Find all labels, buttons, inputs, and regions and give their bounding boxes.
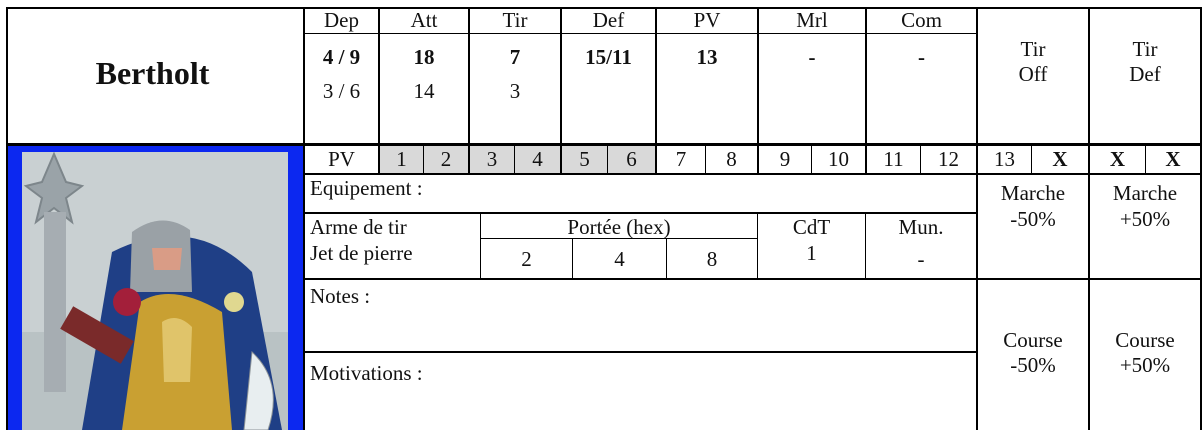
stat-header-def: Def: [592, 8, 625, 32]
rule: [865, 7, 867, 173]
rule: [305, 351, 977, 353]
rule: [1145, 144, 1146, 173]
rule: [305, 33, 977, 34]
stat-header-com: Com: [901, 8, 942, 32]
rule: [920, 144, 921, 173]
equipment-label: Equipement :: [310, 176, 423, 200]
character-portrait: [7, 144, 303, 430]
pv-box[interactable]: 10: [828, 147, 849, 171]
notes-label: Notes :: [310, 284, 371, 308]
rule: [1088, 7, 1090, 430]
pv-box[interactable]: 12: [938, 147, 959, 171]
rule: [811, 144, 812, 173]
course-off-line2: -50%: [1010, 353, 1056, 377]
cdt-header: CdT: [792, 215, 831, 239]
pv-shade-2: [470, 146, 560, 173]
pv-box[interactable]: 9: [779, 147, 791, 171]
stat-value-mrl: -: [808, 45, 816, 69]
rule: [303, 7, 305, 430]
pv-box[interactable]: 6: [626, 147, 637, 171]
rule: [514, 144, 515, 173]
marche-def-line2: +50%: [1119, 207, 1171, 231]
pv-box[interactable]: 13: [994, 147, 1015, 171]
rule: [423, 144, 424, 173]
rule: [655, 7, 657, 173]
stat-header-dep: Dep: [324, 8, 359, 32]
rule: [468, 7, 470, 173]
rule: [1031, 144, 1032, 173]
rule: [378, 7, 380, 173]
character-name: Bertholt: [95, 55, 210, 91]
pv-box-x[interactable]: X: [1109, 147, 1126, 171]
ranged-weapon-header: Arme de tir: [310, 215, 407, 239]
stat-header-pv: PV: [693, 8, 721, 32]
tir-def-line1: Tir: [1132, 37, 1158, 61]
rule: [572, 239, 573, 279]
stat-value-com: -: [918, 45, 925, 69]
portrait-figure-image: [22, 152, 288, 430]
range-header: Portée (hex): [567, 215, 671, 239]
stat-value-def: 15/11: [585, 45, 632, 69]
ranged-weapon-name: Jet de pierre: [310, 241, 413, 265]
rule: [305, 212, 977, 214]
stat-sub-tir: 3: [509, 79, 521, 103]
pv-box-x[interactable]: X: [1165, 147, 1181, 171]
motivations-label: Motivations :: [310, 361, 423, 385]
tir-def-line2: Def: [1129, 62, 1161, 86]
stat-value-dep: 4 / 9: [322, 45, 361, 69]
pv-box[interactable]: 4: [532, 147, 543, 171]
pv-shade-1: [380, 146, 468, 173]
marche-off-line2: -50%: [1010, 207, 1056, 231]
rule: [480, 213, 481, 279]
pv-box[interactable]: 8: [726, 147, 737, 171]
pv-shade-3: [562, 146, 655, 173]
stat-header-mrl: Mrl: [796, 8, 828, 32]
ammo-value: -: [917, 247, 925, 271]
stat-value-att: 18: [413, 45, 435, 69]
rule: [607, 144, 608, 173]
stat-header-tir: Tir: [502, 8, 528, 32]
course-off-line1: Course: [1003, 328, 1063, 352]
rule: [976, 7, 978, 430]
rule: [6, 7, 8, 430]
tir-off-line1: Tir: [1020, 37, 1046, 61]
stat-header-att: Att: [410, 8, 438, 32]
rule: [1200, 7, 1202, 430]
rule: [757, 213, 758, 279]
pv-box[interactable]: 5: [579, 147, 590, 171]
rule: [705, 144, 706, 173]
range-medium: 4: [614, 247, 625, 271]
pv-box[interactable]: 3: [486, 147, 498, 171]
course-def-line2: +50%: [1119, 353, 1171, 377]
rule: [865, 213, 866, 279]
pv-box[interactable]: 2: [440, 147, 452, 171]
marche-off-line1: Marche: [1000, 181, 1066, 205]
rule: [480, 238, 757, 239]
stat-value-tir: 7: [509, 45, 521, 69]
rule: [6, 7, 1202, 9]
ammo-header: Mun.: [898, 215, 944, 239]
rule: [305, 173, 1202, 175]
stat-value-pv: 13: [696, 45, 718, 69]
range-long: 8: [706, 247, 718, 271]
pv-box[interactable]: 7: [675, 147, 687, 171]
tir-off-line2: Off: [1018, 62, 1048, 86]
stat-sub-dep: 3 / 6: [322, 79, 361, 103]
stat-sub-att: 14: [413, 79, 435, 103]
pv-box[interactable]: 11: [883, 147, 904, 171]
pv-box[interactable]: 1: [396, 147, 407, 171]
rule: [6, 143, 1202, 146]
rule: [666, 239, 667, 279]
cdt-value: 1: [806, 241, 817, 265]
pv-track-label: PV: [328, 147, 355, 171]
marche-def-line1: Marche: [1112, 181, 1178, 205]
range-short: 2: [521, 247, 532, 271]
rule: [560, 7, 562, 173]
rule: [757, 7, 759, 173]
pv-box-x[interactable]: X: [1052, 147, 1068, 171]
course-def-line1: Course: [1115, 328, 1175, 352]
rule: [305, 278, 1202, 280]
